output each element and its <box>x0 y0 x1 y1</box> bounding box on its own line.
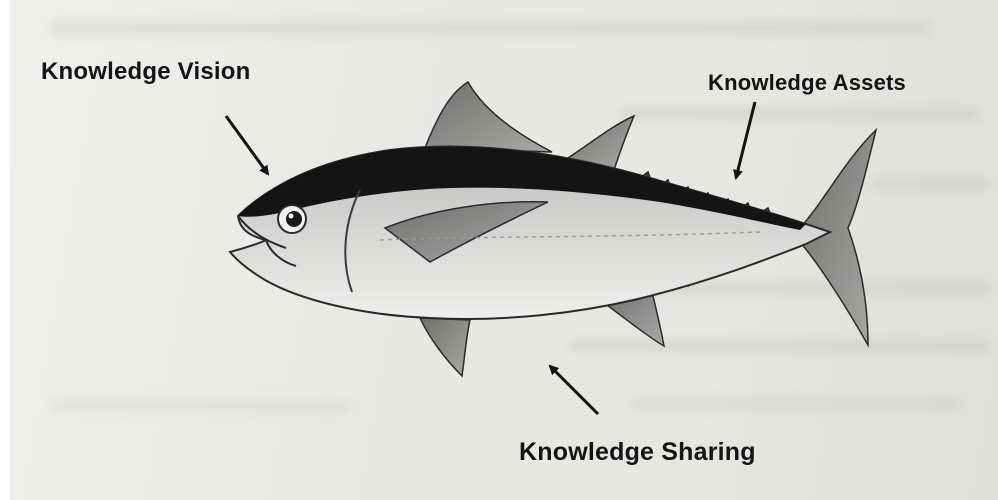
arrow-vision <box>226 116 268 174</box>
pelvic-fin <box>420 318 470 376</box>
fish-eye-highlight <box>289 214 294 219</box>
arrow-sharing <box>550 366 598 414</box>
fish-eye <box>286 211 302 227</box>
label-knowledge-sharing: Knowledge Sharing <box>519 438 756 467</box>
label-knowledge-vision: Knowledge Vision <box>41 58 250 86</box>
label-knowledge-assets: Knowledge Assets <box>708 70 906 96</box>
arrow-assets <box>736 102 755 178</box>
dorsal-fin <box>425 82 552 152</box>
